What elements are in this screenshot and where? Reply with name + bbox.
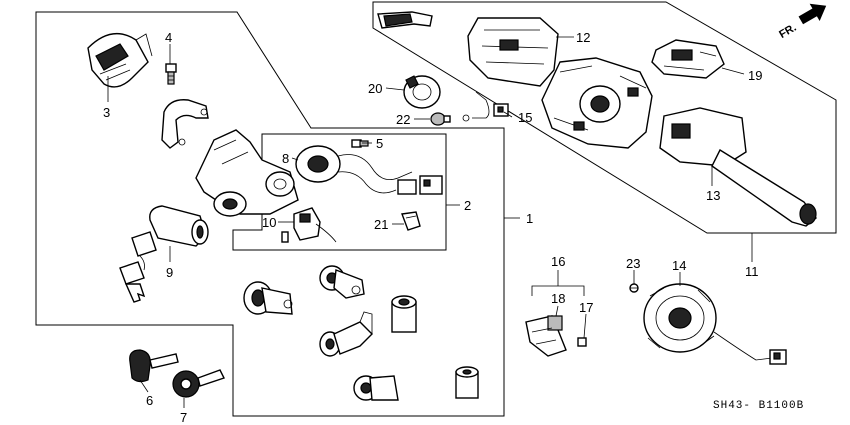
callout-21: 21 xyxy=(374,217,388,232)
column-cover-part xyxy=(87,32,153,88)
screw-5-part xyxy=(351,139,369,148)
assembly-11-outline xyxy=(372,1,837,234)
callout-4: 4 xyxy=(165,30,172,45)
front-arrow-icon xyxy=(798,3,827,25)
tailgate-lock-part xyxy=(455,366,479,399)
callout-labels: 1 2 3 4 5 6 7 8 9 10 11 12 13 14 15 16 1… xyxy=(103,30,762,425)
bolt-4-part xyxy=(165,63,177,85)
callout-9: 9 xyxy=(166,265,173,280)
callout-12: 12 xyxy=(576,30,590,45)
key-7-part xyxy=(172,369,225,398)
callout-22: 22 xyxy=(396,112,410,127)
diagram-code: SH43- B1100B xyxy=(713,400,804,412)
pin-22-part xyxy=(430,112,451,126)
switch-19-part xyxy=(651,39,725,79)
callout-6: 6 xyxy=(146,393,153,408)
sensor-15-part xyxy=(462,91,509,122)
column-bracket-part xyxy=(161,99,209,149)
callout-5: 5 xyxy=(376,136,383,151)
door-lock-cylinder-part xyxy=(243,281,293,315)
callout-16: 16 xyxy=(551,254,565,269)
stalk-switch-13-part xyxy=(659,107,817,227)
key-cylinder-9-part xyxy=(119,205,209,303)
key-6-part xyxy=(129,349,179,383)
screw-23-part xyxy=(629,283,639,293)
callout-14: 14 xyxy=(672,258,686,273)
glove-box-lock-part xyxy=(391,295,417,333)
fuel-lid-lock-part xyxy=(319,311,373,357)
trunk-lock-cylinder-part xyxy=(319,265,365,299)
rear-lock-cylinder-part xyxy=(353,375,399,401)
leader-lines xyxy=(107,36,753,408)
callout-18: 18 xyxy=(551,291,565,306)
front-direction-indicator: FR. xyxy=(777,3,827,41)
combination-switch-body-part xyxy=(541,57,653,149)
callout-13: 13 xyxy=(706,188,720,203)
callout-15: 15 xyxy=(518,110,532,125)
assembly-2-outline xyxy=(232,133,447,251)
bracket-16-part xyxy=(525,315,587,357)
assembly-1-outline xyxy=(35,11,505,417)
sleeve-20-part xyxy=(403,75,441,109)
callout-11: 11 xyxy=(745,264,759,279)
callout-2: 2 xyxy=(464,198,471,213)
front-direction-label: FR. xyxy=(777,22,798,41)
callout-8: 8 xyxy=(282,151,289,166)
cable-reel-14-part xyxy=(643,283,787,365)
callout-7: 7 xyxy=(180,410,187,425)
callout-10: 10 xyxy=(262,215,276,230)
switch-10-part xyxy=(281,207,337,243)
callout-20: 20 xyxy=(368,81,382,96)
callout-1: 1 xyxy=(526,211,533,226)
ignition-switch-part xyxy=(295,145,443,195)
callout-19: 19 xyxy=(748,68,762,83)
stalk-switch-12-part xyxy=(377,11,559,87)
clip-21-part xyxy=(401,211,421,231)
ignition-lock-body-part xyxy=(195,129,299,217)
callout-23: 23 xyxy=(626,256,640,271)
callout-3: 3 xyxy=(103,105,110,120)
callout-17: 17 xyxy=(579,300,593,315)
